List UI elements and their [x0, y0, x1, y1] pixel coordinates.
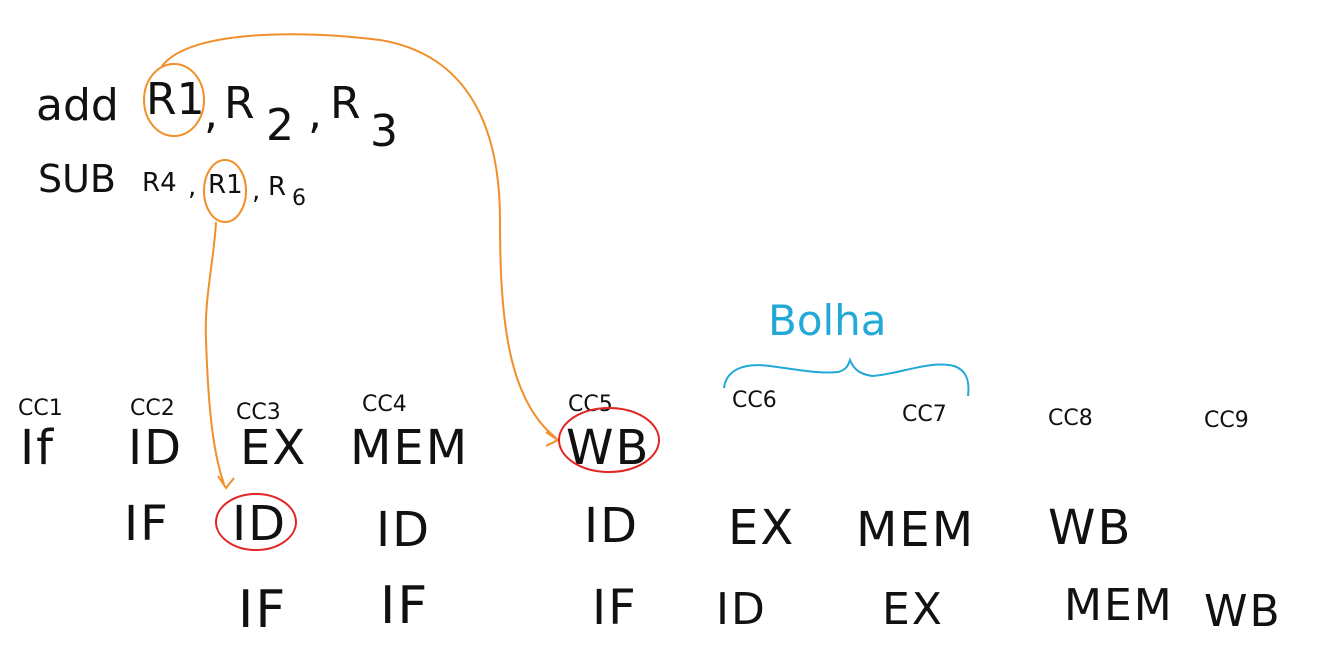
- highlight-id-cc3: [215, 493, 297, 551]
- add-dest-register: R1: [146, 74, 205, 125]
- sub-src-register: R1: [208, 170, 243, 200]
- sub-tgt-register-sub: 6: [292, 186, 306, 211]
- sub-dest-register: R4: [142, 168, 177, 198]
- add-src-register-r: R: [224, 78, 255, 129]
- cycle-label-5: CC5: [568, 392, 613, 417]
- sub-comma-2: ,: [252, 176, 261, 206]
- highlight-sub-r1: [203, 159, 247, 223]
- highlight-wb-cc5: [558, 407, 660, 473]
- cycle-label-1: CC1: [18, 396, 63, 421]
- add-tgt-register-r: R: [330, 78, 361, 129]
- cycle-label-7: CC7: [902, 402, 947, 427]
- add-comma-2: ,: [308, 88, 322, 139]
- row1-stage-id: ID: [128, 420, 184, 476]
- row3-stage-if-1: IF: [238, 580, 288, 640]
- arrowhead-id: [217, 475, 235, 490]
- add-src-register-sub: 2: [266, 100, 294, 151]
- row2-stage-if: IF: [124, 496, 170, 552]
- row1-stage-wb: WB: [566, 420, 651, 476]
- sub-opcode: SUB: [38, 157, 117, 201]
- highlight-add-r1: [143, 63, 205, 137]
- row3-stage-if-3: IF: [592, 580, 638, 636]
- bubble-label: Bolha: [768, 296, 887, 345]
- row2-stage-id-2: ID: [376, 502, 432, 558]
- row3-stage-if-2: IF: [380, 576, 430, 636]
- row2-stage-wb: WB: [1048, 500, 1133, 556]
- row2-stage-id-3: ID: [584, 498, 640, 554]
- cycle-label-2: CC2: [130, 396, 175, 421]
- bubble-brace: [723, 357, 970, 397]
- row1-stage-mem: MEM: [350, 420, 470, 476]
- arrow-sub-r1-to-id: [204, 221, 225, 485]
- row1-stage-if: If: [20, 420, 56, 476]
- cycle-label-8: CC8: [1048, 406, 1093, 431]
- row3-stage-ex: EX: [882, 584, 944, 635]
- sub-comma-1: ,: [188, 172, 197, 202]
- add-opcode: add: [36, 80, 119, 131]
- add-tgt-register-sub: 3: [370, 106, 398, 157]
- row3-stage-id: ID: [716, 584, 767, 635]
- row3-stage-wb: WB: [1204, 586, 1282, 637]
- row2-stage-ex: EX: [728, 500, 796, 556]
- cycle-label-6: CC6: [732, 388, 777, 413]
- sub-tgt-register-r: R: [268, 172, 287, 202]
- row1-stage-ex: EX: [240, 420, 308, 476]
- row2-stage-mem: MEM: [856, 502, 976, 558]
- add-comma-1: ,: [204, 88, 218, 139]
- cycle-label-9: CC9: [1204, 408, 1249, 433]
- cycle-label-3: CC3: [236, 400, 281, 425]
- cycle-label-4: CC4: [362, 392, 407, 417]
- row3-stage-mem: MEM: [1064, 580, 1174, 631]
- row2-stage-id-1: ID: [232, 496, 288, 552]
- arrow-add-r1-to-wb: [161, 33, 557, 439]
